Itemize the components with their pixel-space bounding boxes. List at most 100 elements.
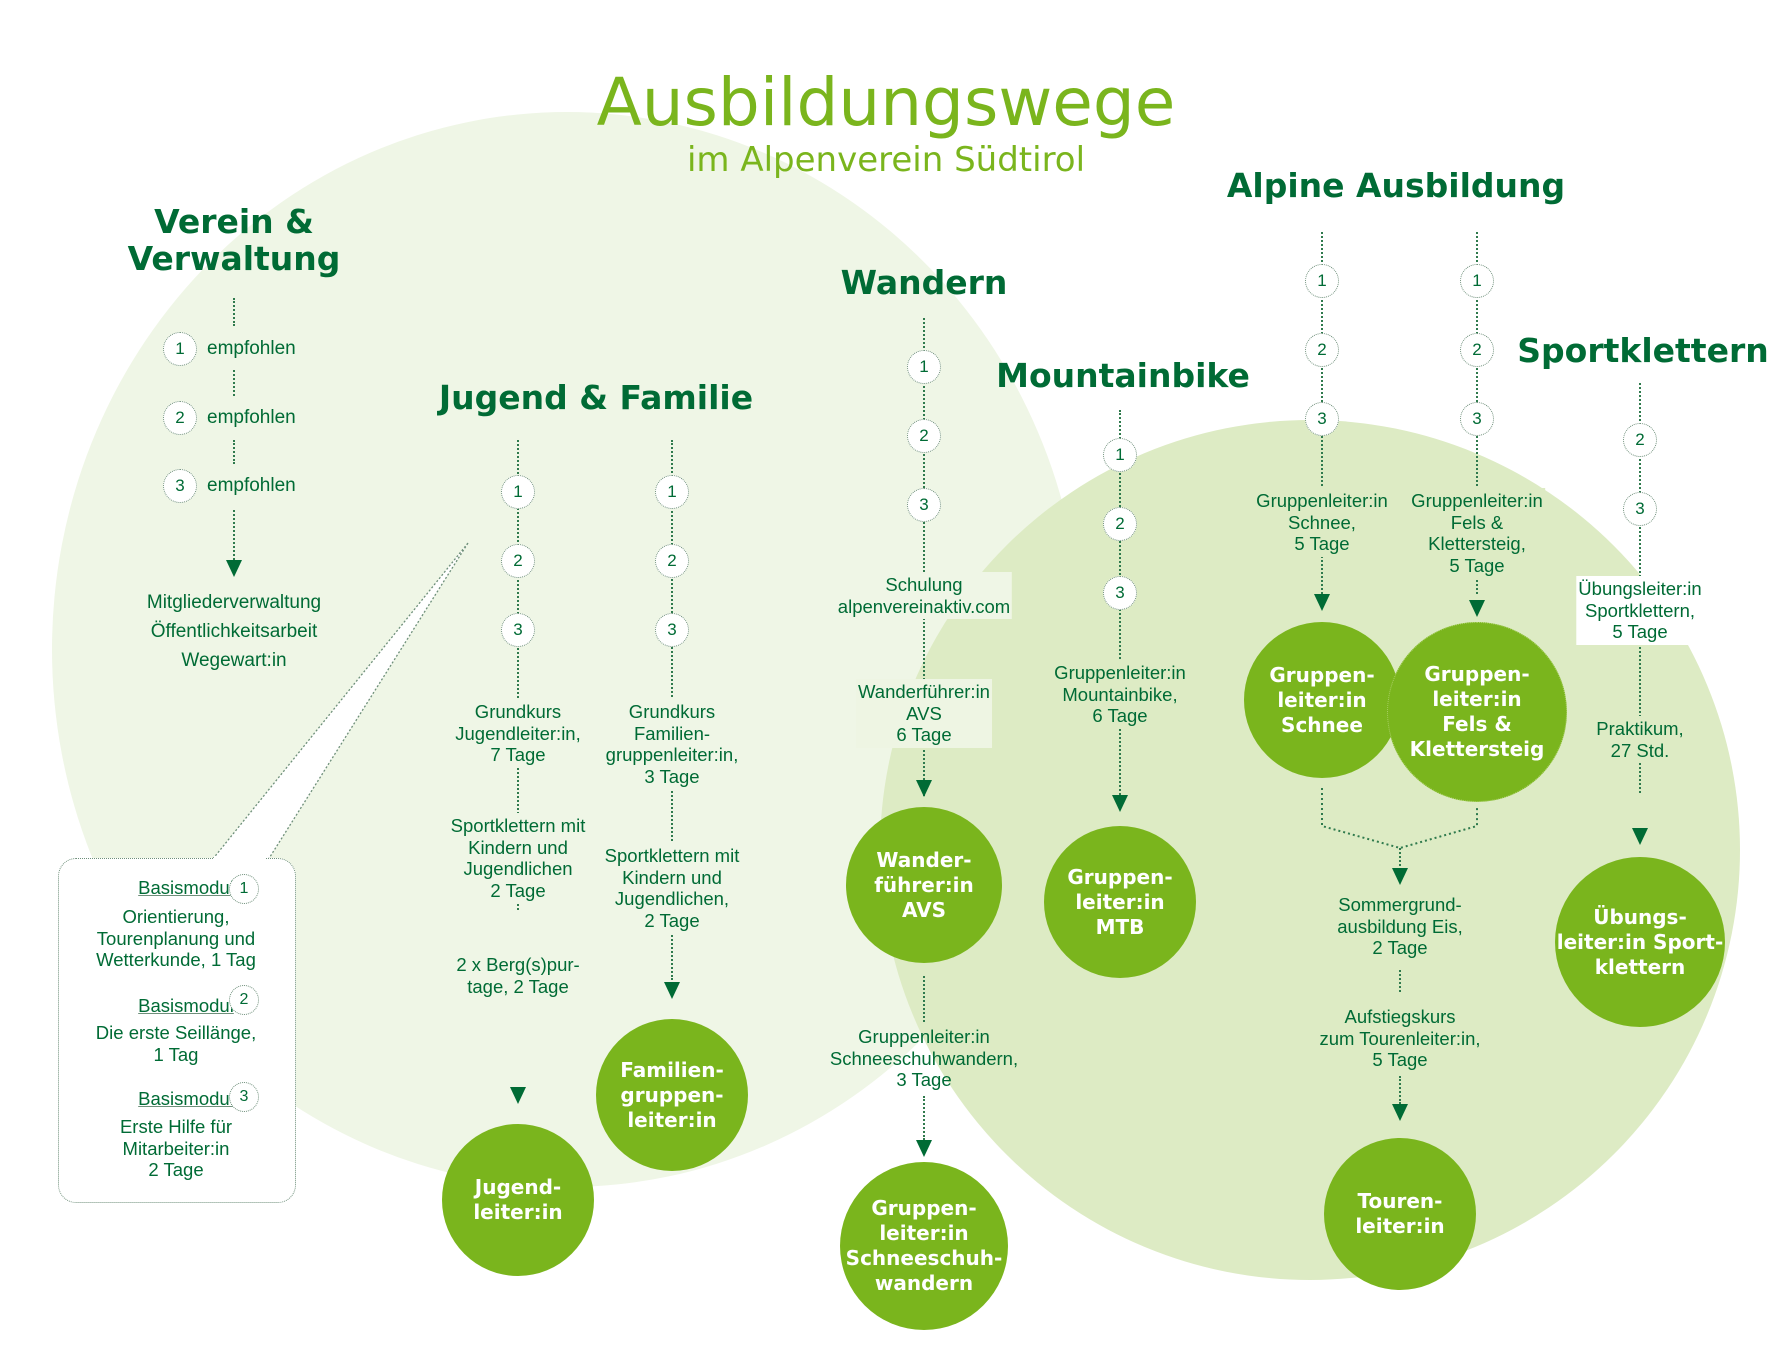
arrow-down-icon (916, 1140, 932, 1157)
course-wanderfuehrer: Wanderführer:in AVS 6 Tage (856, 679, 992, 748)
step-badge: 2 (1305, 333, 1339, 367)
arrow-down-icon (226, 560, 242, 577)
connector-line (923, 318, 925, 796)
basismodul-title: Basismodul (138, 877, 234, 898)
heading-sportklettern: Sportklettern (1517, 331, 1769, 370)
course-bergspurtage: 2 x Berg(s)pur- tage, 2 Tage (456, 952, 580, 999)
course-gruppenleiter-schnee: Gruppenleiter:in Schnee, 5 Tage (1254, 488, 1390, 557)
course-schulung-alpenvereinaktiv: Schulung alpenvereinaktiv.com (835, 572, 1013, 619)
arrow-down-icon (1632, 828, 1648, 845)
arrow-down-icon (1392, 868, 1408, 885)
connector-line (233, 440, 235, 464)
step-badge: 2 (1623, 423, 1657, 457)
course-sommergrundausbildung-eis: Sommergrund- ausbildung Eis, 2 Tage (1337, 894, 1463, 958)
course-grundkurs-familiengruppenleiter: Grundkurs Familien- gruppenleiter:in, 3 … (605, 699, 739, 789)
goal-familiengruppenleiter: Familien- gruppen- leiter:in (596, 1019, 748, 1171)
step-badge: 3 (1305, 402, 1339, 436)
heading-wandern: Wandern (840, 263, 1008, 302)
step-badge: 3 (1460, 402, 1494, 436)
step-badge: 1 (1103, 438, 1137, 472)
step-label: empfohlen (207, 407, 296, 428)
step-badge: 3 (501, 613, 535, 647)
step-badge: 1 (163, 332, 197, 366)
page-title: Ausbildungswege (596, 64, 1176, 141)
goal-gruppenleiter-fels-klettersteig: Gruppen- leiter:in Fels & Klettersteig (1387, 622, 1567, 802)
arrow-down-icon (1112, 795, 1128, 812)
result-list: Mitgliederverwaltung Öffentlichkeitsarbe… (147, 588, 321, 675)
step-badge: 3 (907, 488, 941, 522)
step-badge: 2 (163, 401, 197, 435)
course-aufstiegskurs-tourenleiter: Aufstiegskurs zum Tourenleiter:in, 5 Tag… (1319, 1006, 1481, 1070)
basismodul-text: Orientierung, Tourenplanung und Wetterku… (96, 906, 256, 970)
result-item: Mitgliederverwaltung (146, 592, 322, 613)
course-schneeschuhwandern: Gruppenleiter:in Schneeschuhwandern, 3 T… (829, 1026, 1019, 1090)
basismodul-title: Basismodul (138, 995, 234, 1016)
course-praktikum: Praktikum, 27 Std. (1594, 716, 1686, 763)
arrow-down-icon (510, 1087, 526, 1104)
basismodul-title: Basismodul (138, 1088, 234, 1109)
arrow-down-icon (664, 982, 680, 999)
connector-line (1119, 410, 1121, 810)
basismodul-badge: 3 (229, 1082, 259, 1112)
heading-verein-line1: Verein & (154, 202, 314, 241)
course-sportklettern-kinder: Sportklettern mit Kindern und Jugendlich… (604, 843, 740, 933)
basismodule-box (58, 858, 296, 1203)
arrow-down-icon (916, 780, 932, 797)
goal-gruppenleiter-schneeschuhwandern: Gruppen- leiter:in Schneeschuh- wandern (840, 1162, 1008, 1330)
goal-tourenleiter: Touren- leiter:in (1324, 1138, 1476, 1290)
step-badge: 2 (907, 419, 941, 453)
course-grundkurs-jugendleiter: Grundkurs Jugendleiter:in, 7 Tage (455, 699, 581, 768)
step-badge: 2 (501, 544, 535, 578)
course-sportklettern-kinder: Sportklettern mit Kindern und Jugendlich… (450, 813, 586, 903)
connector-line (923, 1096, 925, 1140)
heading-verein: Verein & Verwaltung (127, 202, 341, 278)
step-badge: 2 (655, 544, 689, 578)
step-badge: 2 (1103, 507, 1137, 541)
heading-alpine-ausbildung: Alpine Ausbildung (1226, 166, 1566, 205)
step-badge: 3 (655, 613, 689, 647)
callout-wedge (210, 542, 469, 861)
course-uebungsleiter-sportklettern: Übungsleiter:in Sportklettern, 5 Tage (1576, 576, 1704, 645)
arrow-down-icon (1314, 594, 1330, 611)
goal-gruppenleiter-schnee: Gruppen- leiter:in Schnee (1244, 622, 1400, 778)
basismodul-text: Die erste Seillänge, 1 Tag (95, 1022, 257, 1065)
connector-line (1399, 1076, 1401, 1104)
page-subtitle: im Alpenverein Südtirol (686, 140, 1086, 180)
course-gruppenleiter-mountainbike: Gruppenleiter:in Mountainbike, 6 Tage (1052, 660, 1188, 729)
connector-line (233, 298, 235, 326)
heading-jugend-familie: Jugend & Familie (438, 378, 754, 417)
step-badge: 3 (1103, 576, 1137, 610)
connector-line (233, 510, 235, 560)
heading-mountainbike: Mountainbike (996, 356, 1250, 395)
step-badge: 3 (163, 469, 197, 503)
arrow-down-icon (1392, 1104, 1408, 1121)
step-badge: 2 (1460, 333, 1494, 367)
basismodul-badge: 1 (229, 874, 259, 904)
step-label: empfohlen (207, 475, 296, 496)
connector-line (923, 976, 925, 1022)
merge-connector (1321, 788, 1478, 850)
goal-jugendleiter: Jugend- leiter:in (442, 1124, 594, 1276)
callout-gap (214, 856, 266, 861)
goal-uebungsleiter-sportklettern: Übungs- leiter:in Sport- klettern (1555, 857, 1725, 1027)
step-badge: 1 (501, 475, 535, 509)
result-item: Wegewart:in (181, 650, 287, 671)
course-gruppenleiter-fels: Gruppenleiter:in Fels & Klettersteig, 5 … (1409, 488, 1545, 578)
goal-gruppenleiter-mtb: Gruppen- leiter:in MTB (1044, 826, 1196, 978)
connector-line (517, 440, 519, 910)
step-badge: 1 (1460, 264, 1494, 298)
heading-verein-line2: Verwaltung (127, 238, 341, 278)
step-badge: 1 (655, 475, 689, 509)
background-circle-right (880, 420, 1740, 1280)
step-badge: 1 (907, 350, 941, 384)
step-label: empfohlen (207, 338, 296, 359)
connector-line (1399, 848, 1401, 870)
basismodul-badge: 2 (229, 985, 259, 1015)
connector-line (233, 370, 235, 396)
connector-line (1399, 970, 1401, 992)
step-badge: 1 (1305, 264, 1339, 298)
arrow-down-icon (1469, 600, 1485, 617)
result-item: Öffentlichkeitsarbeit (150, 621, 318, 642)
basismodul-text: Erste Hilfe für Mitarbeiter:in 2 Tage (119, 1116, 233, 1180)
